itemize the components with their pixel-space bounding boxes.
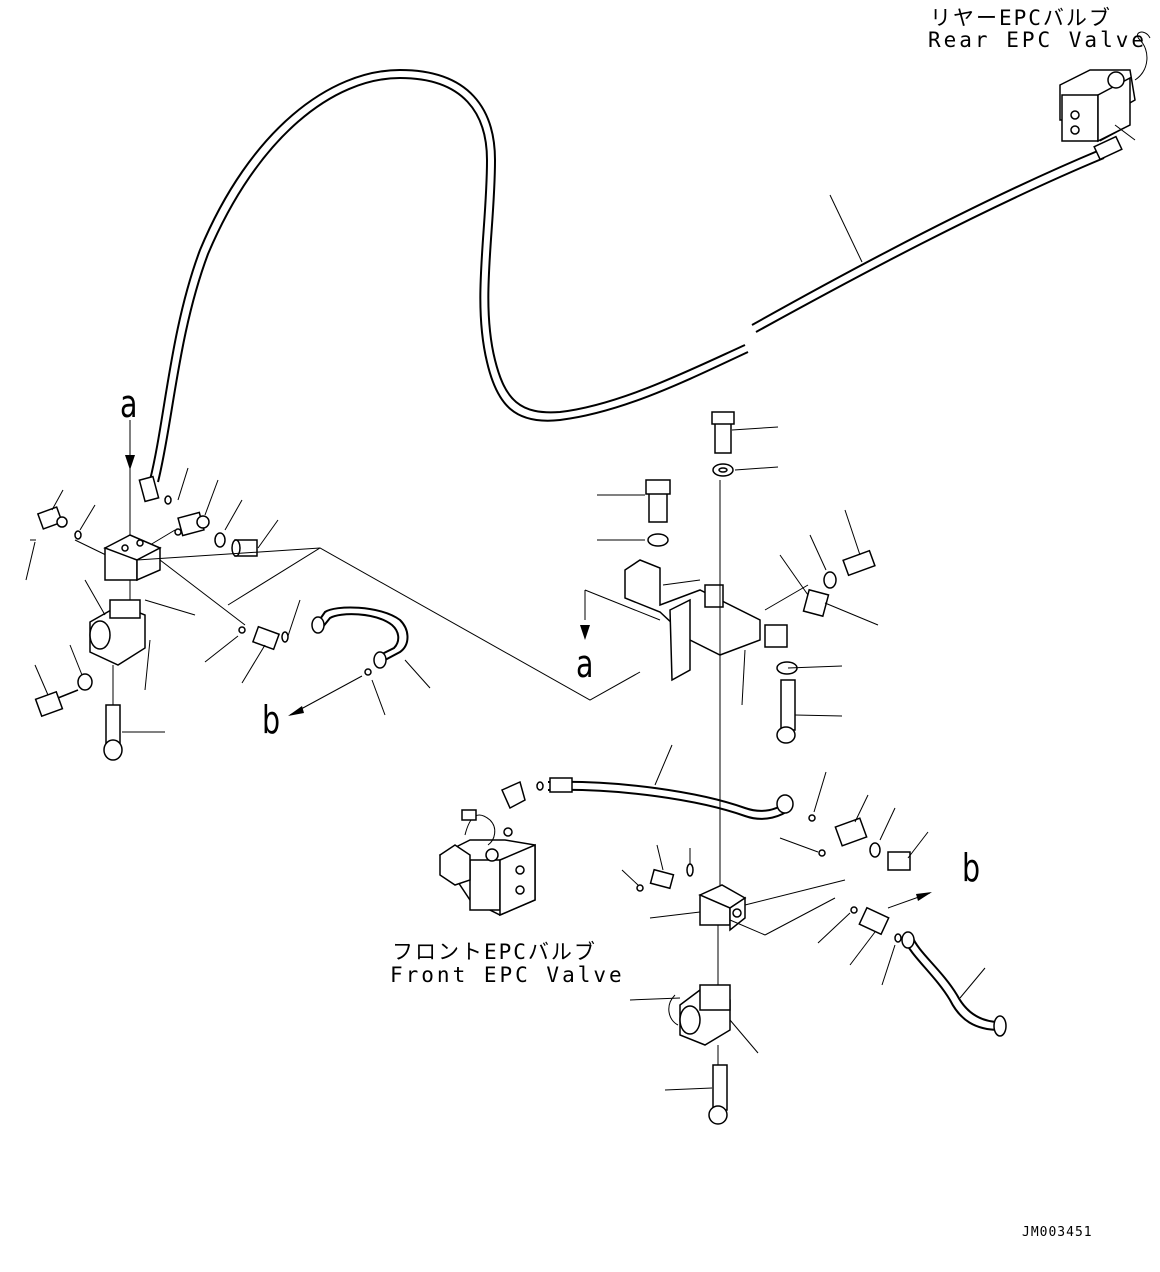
front-valve-label-jp: フロントEPCバルブ — [392, 940, 597, 964]
marker-b-right: b — [962, 846, 981, 890]
middle-hose — [536, 744, 929, 871]
rear-epc-valve — [1059, 31, 1151, 143]
rear-valve-label-en: Rear EPC Valve — [928, 28, 1148, 52]
marker-b-left: b — [262, 698, 281, 742]
rear-hose — [138, 68, 1123, 503]
drawing-code: JM003451 — [1022, 1225, 1093, 1240]
bracket-assembly — [580, 411, 879, 895]
marker-a-right: a — [576, 642, 594, 686]
left-assembly — [25, 420, 641, 761]
front-epc-valve — [438, 780, 536, 917]
marker-a-left: a — [120, 382, 138, 426]
rear-valve-label-jp: リヤーEPCバルブ — [930, 6, 1112, 30]
right-lower-assembly — [621, 844, 1007, 1125]
front-valve-label-en: Front EPC Valve — [390, 963, 625, 987]
